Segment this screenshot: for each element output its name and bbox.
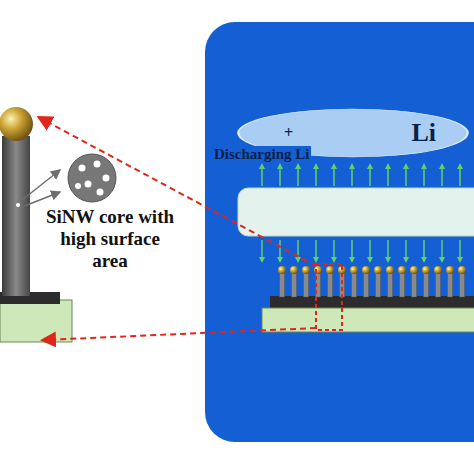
pore-zoom-circle bbox=[68, 154, 116, 202]
gold-catalyst bbox=[434, 266, 442, 274]
nanowire bbox=[388, 272, 393, 297]
arrow-head bbox=[367, 257, 373, 263]
arrow-head bbox=[349, 163, 355, 169]
electrode-label: Li bbox=[411, 118, 436, 148]
zoom-arrow bbox=[44, 328, 316, 340]
gold-catalyst bbox=[290, 266, 298, 274]
arrow-head bbox=[331, 163, 337, 169]
arrow-head bbox=[295, 257, 301, 263]
gold-catalyst bbox=[0, 107, 33, 141]
arrow-head bbox=[331, 257, 337, 263]
nanowire bbox=[376, 272, 381, 297]
cell-panel bbox=[205, 22, 474, 442]
process-label: Discharging Li bbox=[212, 146, 311, 163]
gold-catalyst bbox=[350, 266, 358, 274]
separator bbox=[238, 188, 474, 236]
pore-dot bbox=[16, 203, 20, 207]
arrow-head bbox=[259, 257, 265, 263]
gold-catalyst bbox=[386, 266, 394, 274]
arrow-head bbox=[439, 257, 445, 263]
arrow-head bbox=[421, 163, 427, 169]
nanowire bbox=[460, 272, 465, 297]
arrow-head bbox=[313, 257, 319, 263]
gold-catalyst bbox=[362, 266, 370, 274]
gold-catalyst bbox=[302, 266, 310, 274]
nanowire bbox=[328, 272, 333, 297]
arrow-head bbox=[295, 163, 301, 169]
base-layer bbox=[270, 296, 474, 308]
sinw-pillar bbox=[2, 136, 30, 296]
arrow-head bbox=[403, 257, 409, 263]
arrow-head bbox=[421, 257, 427, 263]
arrow-head bbox=[349, 257, 355, 263]
nanowire bbox=[280, 272, 285, 297]
nanowire bbox=[436, 272, 441, 297]
pores bbox=[75, 161, 110, 196]
nanowire bbox=[364, 272, 369, 297]
gold-catalyst bbox=[278, 266, 286, 274]
pointer-line bbox=[22, 192, 60, 207]
nanowire bbox=[292, 272, 297, 297]
nanowire-array bbox=[278, 266, 466, 297]
nanowire bbox=[424, 272, 429, 297]
nanowire bbox=[400, 272, 405, 297]
substrate bbox=[0, 300, 72, 342]
arrow-head bbox=[439, 163, 445, 169]
annotation-text: SiNW core with high surface area bbox=[40, 206, 180, 272]
nanowire bbox=[304, 272, 309, 297]
gold-catalyst bbox=[410, 266, 418, 274]
arrow-head bbox=[277, 257, 283, 263]
arrow-head bbox=[403, 163, 409, 169]
gold-catalyst bbox=[422, 266, 430, 274]
gold-catalyst bbox=[326, 266, 334, 274]
polarity-sign: + bbox=[284, 124, 293, 142]
arrow-head bbox=[457, 163, 463, 169]
arrow-head bbox=[367, 163, 373, 169]
ion-arrows bbox=[259, 163, 463, 263]
zoom-box bbox=[316, 264, 342, 330]
arrow-head bbox=[385, 163, 391, 169]
gold-catalyst bbox=[446, 266, 454, 274]
arrow-head bbox=[277, 163, 283, 169]
arrow-head bbox=[259, 163, 265, 169]
nanowire bbox=[412, 272, 417, 297]
gold-catalyst bbox=[398, 266, 406, 274]
nanowire bbox=[352, 272, 357, 297]
gold-catalyst bbox=[374, 266, 382, 274]
pointer-line bbox=[22, 170, 60, 200]
nanowire bbox=[448, 272, 453, 297]
arrow-head bbox=[385, 257, 391, 263]
arrow-head bbox=[313, 163, 319, 169]
arrow-head bbox=[457, 257, 463, 263]
gold-catalyst bbox=[458, 266, 466, 274]
